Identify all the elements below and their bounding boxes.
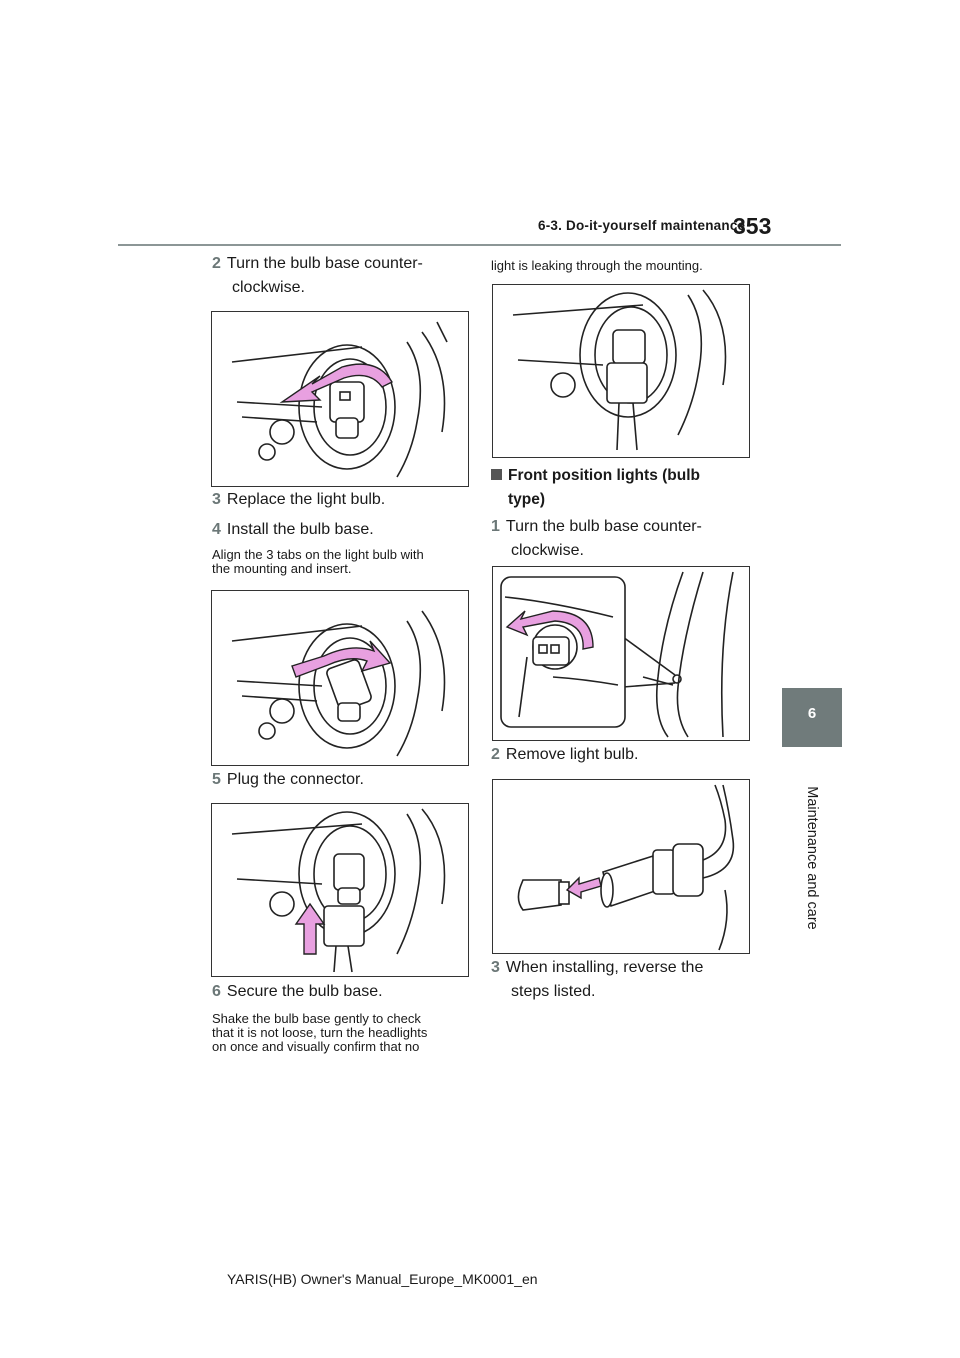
figure-install-bulb-base	[211, 590, 469, 766]
figure-secured-base	[492, 284, 750, 458]
section-title: 6-3. Do-it-yourself maintenance	[538, 218, 746, 233]
headlight-bulb-illustration-2	[231, 610, 446, 757]
figure-remove-bulb	[492, 779, 750, 954]
note-align-tabs: Align the 3 tabs on the light bulb with …	[212, 547, 424, 576]
bullet-square-icon	[491, 469, 502, 480]
note-check-loose: Shake the bulb base gently to check that…	[212, 1011, 428, 1054]
header-divider	[118, 244, 841, 246]
chapter-tab	[782, 688, 842, 747]
headlight-connector-illustration	[231, 808, 446, 973]
bulb-removal-illustration	[517, 784, 735, 951]
chapter-number: 6	[807, 705, 817, 722]
position-light-illustration	[500, 571, 734, 738]
figure-plug-connector	[211, 803, 469, 977]
chapter-label: Maintenance and care	[804, 786, 820, 930]
note-light-leaking: light is leaking through the mounting.	[491, 258, 703, 273]
figure-turn-bulb-base	[211, 311, 469, 487]
headlight-bulb-illustration-1	[231, 321, 448, 478]
page-number: 353	[733, 213, 772, 239]
section-heading-front-position-lights: Front position lights (bulb type)	[491, 464, 700, 512]
headlight-secured-illustration	[512, 289, 727, 451]
figure-position-light-turn	[492, 566, 750, 741]
manual-footer: YARIS(HB) Owner's Manual_Europe_MK0001_e…	[227, 1271, 538, 1287]
